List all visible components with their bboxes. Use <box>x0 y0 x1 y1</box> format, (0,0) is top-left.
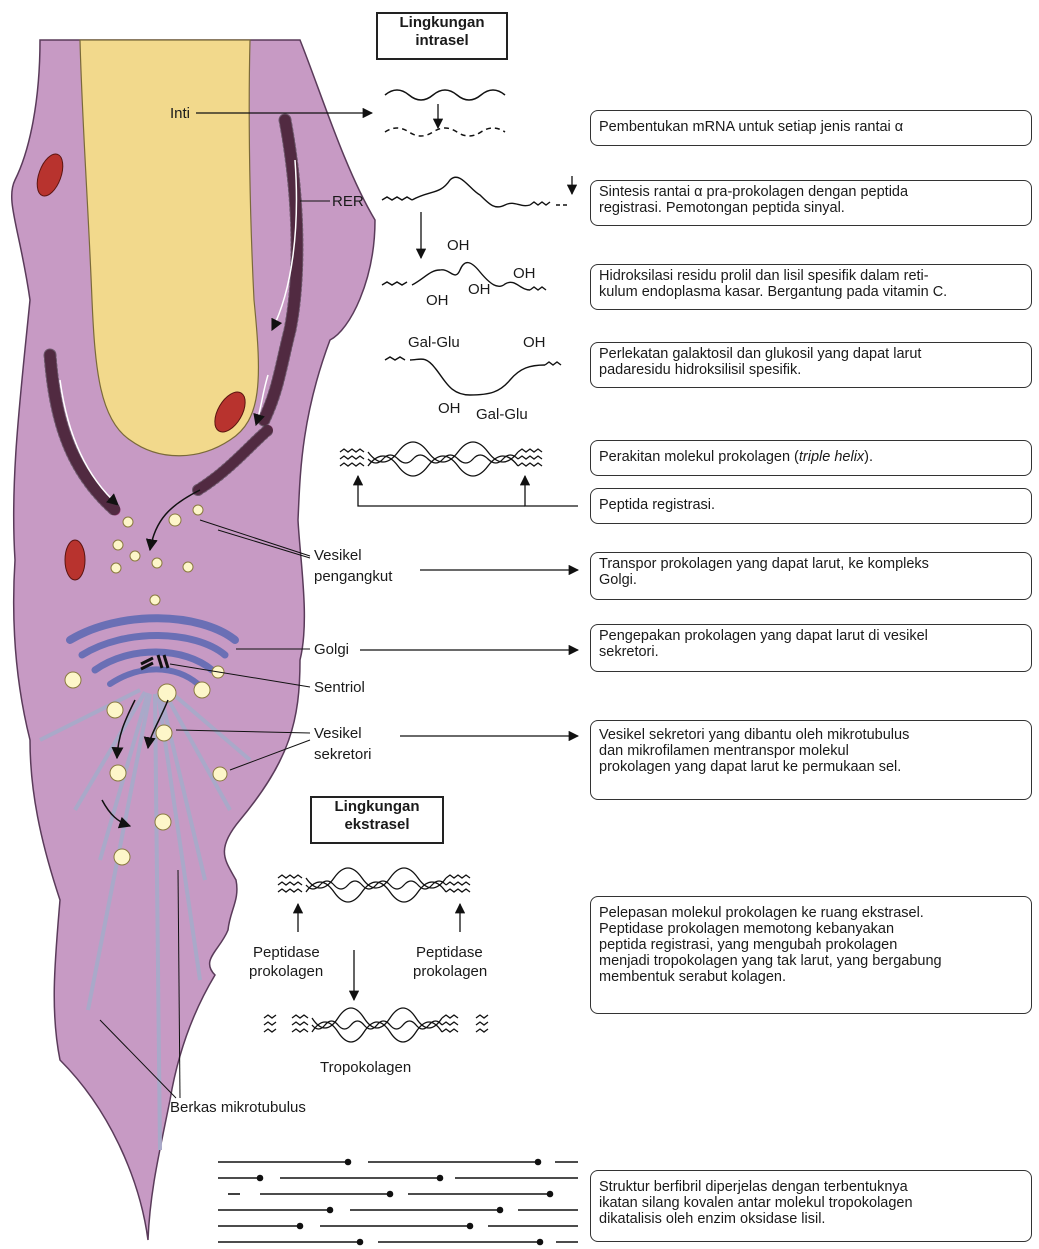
step-text: ). <box>864 449 873 465</box>
step-triple-helix-assembly: Perakitan molekul prokolagen (triple hel… <box>590 440 1032 476</box>
step-text: kulum endoplasma kasar. Bergantung pada … <box>599 284 1023 300</box>
step-glycosylation: Perlekatan galaktosil dan glukosil yang … <box>590 342 1032 388</box>
step-text: Pengepakan prokolagen yang dapat larut d… <box>599 628 1023 644</box>
transport-vesicles-label: Vesikel pengangkut <box>314 547 393 585</box>
oh-label: OH <box>523 334 546 351</box>
gal-glu-label: Gal-Glu <box>476 406 528 423</box>
transport-vesicle <box>193 505 203 515</box>
golgi-label: Golgi <box>314 641 349 658</box>
transport-vesicle <box>169 514 181 526</box>
oh-label: OH <box>468 281 491 298</box>
step-transport-to-golgi: Transpor prokolagen yang dapat larut, ke… <box>590 552 1032 600</box>
peptidase-label-left: Peptidase prokolagen <box>249 944 324 980</box>
step-text: registrasi. Pemotongan peptida sinyal. <box>599 200 1023 216</box>
step-text: padaresidu hidroksilisil spesifik. <box>599 362 1023 378</box>
transport-vesicle <box>152 558 162 568</box>
step-text: prokolagen yang dapat larut ke permukaan… <box>599 759 1023 775</box>
transport-vesicle <box>113 540 123 550</box>
microtubules-label: Berkas mikrotubulus <box>170 1099 306 1116</box>
step-text: Transpor prokolagen yang dapat larut, ke… <box>599 556 1023 572</box>
secretory-vesicle <box>194 682 210 698</box>
secretory-vesicle <box>107 702 123 718</box>
extracellular-heading: Lingkungan ekstrasel <box>310 796 444 844</box>
mitochondrion <box>65 540 85 580</box>
step-text: Pelepasan molekul prokolagen ke ruang ek… <box>599 905 1023 921</box>
pre-procollagen-chain <box>382 177 570 207</box>
mrna-strand <box>385 90 505 136</box>
step-text: Pembentukan mRNA untuk setiap jenis rant… <box>599 119 1023 135</box>
step-text: Vesikel sekretori yang dibantu oleh mikr… <box>599 727 1023 743</box>
step-text: Hidroksilasi residu prolil dan lisil spe… <box>599 268 1023 284</box>
step-packaging: Pengepakan prokolagen yang dapat larut d… <box>590 624 1032 672</box>
gal-glu-label: Gal-Glu <box>408 334 460 351</box>
procollagen-triple-helix <box>340 442 542 476</box>
heading-line: ekstrasel <box>312 816 442 834</box>
rer-label: RER <box>332 193 364 210</box>
nucleus-label: Inti <box>170 105 190 122</box>
step-text: Peptida registrasi. <box>599 497 1023 513</box>
transport-vesicle <box>123 517 133 527</box>
secretory-vesicle <box>213 767 227 781</box>
step-registration-peptide: Peptida registrasi. <box>590 488 1032 524</box>
tropocollagen-molecule <box>264 1008 488 1042</box>
step-text: sekretori. <box>599 644 1023 660</box>
secretory-vesicle <box>158 684 176 702</box>
extracellular-procollagen <box>278 868 470 902</box>
collagen-fibrils <box>218 1160 578 1245</box>
intracellular-heading: Lingkungan intrasel <box>376 12 508 60</box>
oh-label: OH <box>438 400 461 417</box>
heading-line: Lingkungan <box>378 14 506 32</box>
step-text: menjadi tropokolagen yang tak larut, yan… <box>599 953 1023 969</box>
step-vesicle-transport: Vesikel sekretori yang dibantu oleh mikr… <box>590 720 1032 800</box>
step-text: Golgi. <box>599 572 1023 588</box>
transport-vesicle <box>111 563 121 573</box>
centriole-label: Sentriol <box>314 679 365 696</box>
registration-peptide-pointer <box>358 476 578 506</box>
secretory-vesicle <box>156 725 172 741</box>
step-mrna-formation: Pembentukan mRNA untuk setiap jenis rant… <box>590 110 1032 146</box>
glycosylated-chain <box>385 357 561 395</box>
step-text: Sintesis rantai α pra-prokolagen dengan … <box>599 184 1023 200</box>
step-text: membentuk serabut kolagen. <box>599 969 1023 985</box>
oh-label: OH <box>513 265 536 282</box>
step-text: Perlekatan galaktosil dan glukosil yang … <box>599 346 1023 362</box>
heading-line: Lingkungan <box>312 798 442 816</box>
secretory-vesicle <box>114 849 130 865</box>
secretory-vesicle <box>155 814 171 830</box>
peptidase-label-right: Peptidase prokolagen <box>413 944 487 980</box>
tropocollagen-label: Tropokolagen <box>320 1059 411 1076</box>
step-text: peptida registrasi, yang mengubah prokol… <box>599 937 1023 953</box>
heading-line: intrasel <box>378 32 506 50</box>
step-chain-synthesis: Sintesis rantai α pra-prokolagen dengan … <box>590 180 1032 226</box>
step-hydroxylation: Hidroksilasi residu prolil dan lisil spe… <box>590 264 1032 310</box>
oh-label: OH <box>426 292 449 309</box>
transport-vesicle <box>150 595 160 605</box>
step-text: Peptidase prokolagen memotong kebanyakan <box>599 921 1023 937</box>
secretory-vesicles-label: Vesikel sekretori <box>314 725 372 763</box>
step-extracellular-release: Pelepasan molekul prokolagen ke ruang ek… <box>590 896 1032 1014</box>
step-text: ikatan silang kovalen antar molekul trop… <box>599 1195 1023 1211</box>
step-fibril-crosslinking: Struktur berfibril diperjelas dengan ter… <box>590 1170 1032 1242</box>
step-text: Perakitan molekul prokolagen ( <box>599 449 799 465</box>
step-text: dan mikrofilamen mentranspor molekul <box>599 743 1023 759</box>
transport-vesicle <box>130 551 140 561</box>
step-text-italic: triple helix <box>799 449 864 465</box>
step-text: dikatalisis oleh enzim oksidase lisil. <box>599 1211 1023 1227</box>
oh-label: OH <box>447 237 470 254</box>
secretory-vesicle <box>110 765 126 781</box>
step-text: Struktur berfibril diperjelas dengan ter… <box>599 1179 1023 1195</box>
transport-vesicle <box>183 562 193 572</box>
secretory-vesicle <box>65 672 81 688</box>
